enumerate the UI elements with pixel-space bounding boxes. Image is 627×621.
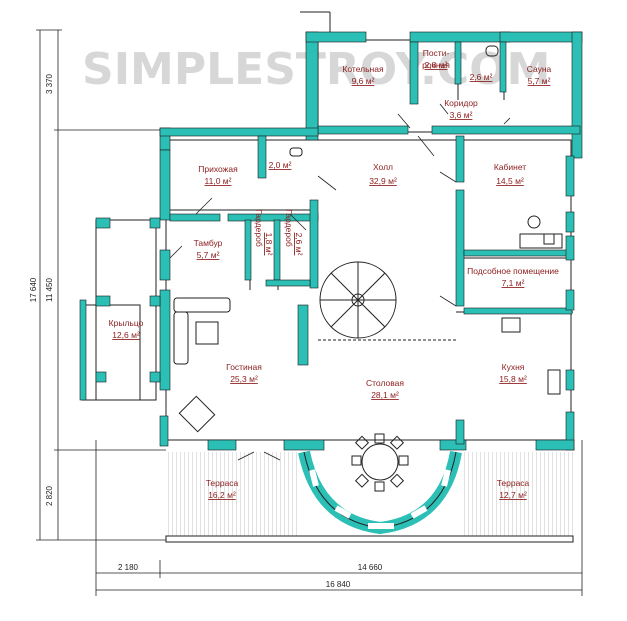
dim-bottom-mid: 14 660 [358, 563, 383, 572]
room-label-laundry1-area: 2,8 м² [425, 60, 448, 70]
room-label-wc-area: 2,0 м² [269, 160, 292, 170]
room-label-porch-name: Крыльцо [109, 318, 144, 328]
bay-windows [309, 469, 451, 529]
room-label-vestibule-area: 5,7 м² [197, 250, 220, 260]
room-label-wardrobe2-name: Гардероб [284, 209, 294, 247]
room-label-laundry2-name: рочная [422, 60, 450, 70]
dim-left-total: 17 640 [29, 277, 38, 302]
dim-left-bottom: 2 820 [45, 485, 54, 506]
dimension-lines [36, 29, 583, 596]
dim-left-top: 3 370 [45, 73, 54, 94]
dining-table [351, 433, 409, 492]
dim-left-mid: 11 450 [45, 278, 54, 302]
walls [79, 31, 583, 451]
room-label-terrace1-name: Терраса [206, 478, 239, 488]
terrace-edge [165, 535, 574, 543]
room-label-dining-name: Столовая [366, 378, 404, 388]
room-label-utility-name: Подсобное помещение [467, 266, 559, 276]
room-label-utility-area: 7,1 м² [502, 278, 525, 288]
room-label-entry-name: Прихожая [198, 164, 238, 174]
cabinet-furniture [289, 45, 563, 395]
room-label-hall-name: Холл [373, 162, 393, 172]
room-label-hall-area: 32,9 м² [369, 176, 397, 186]
room-label-dining-area: 28,1 м² [371, 390, 399, 400]
room-label-wardrobe1-name: Гардероб [254, 209, 264, 247]
dim-bottom-left: 2 180 [118, 563, 139, 572]
room-label-entry-area: 11,0 м² [205, 176, 232, 186]
room-label-porch-area: 12,6 м² [112, 330, 140, 340]
room-label-boiler-area: 9,6 м² [352, 76, 375, 86]
room-label-kitchen-name: Кухня [502, 362, 525, 372]
room-label-living-area: 25,3 м² [230, 374, 258, 384]
room-label-wardrobe1-area: 1,8 м² [264, 233, 274, 256]
room-label-kitchen-area: 15,8 м² [499, 374, 527, 384]
room-label-vestibule-name: Тамбур [194, 238, 223, 248]
room-label-terrace2-name: Терраса [497, 478, 530, 488]
room-label-corridor-area: 3,6 м² [450, 110, 473, 120]
room-label-living-name: Гостиная [226, 362, 262, 372]
room-label-sauna-name: Сауна [527, 64, 552, 74]
sofa [173, 297, 231, 433]
room-label-terrace2-area: 12,7 м² [499, 490, 527, 500]
dim-bottom-total: 16 840 [326, 580, 351, 589]
room-label-wardrobe2-area: 2,6 м² [294, 233, 304, 256]
room-label-boiler-name: Котельная [342, 64, 384, 74]
room-label-corridor-name: Коридор [444, 98, 478, 108]
room-label-bath-area: 2,6 м² [470, 72, 493, 82]
room-label-cabinet-name: Кабинет [494, 162, 526, 172]
spiral-staircase [319, 261, 397, 339]
room-label-cabinet-area: 14,5 м² [496, 176, 524, 186]
room-label-terrace1-area: 16,2 м² [208, 490, 236, 500]
room-label-sauna-area: 5,7 м² [528, 76, 551, 86]
door-swings [169, 103, 511, 461]
room-label-laundry1-name: Пости- [423, 48, 450, 58]
